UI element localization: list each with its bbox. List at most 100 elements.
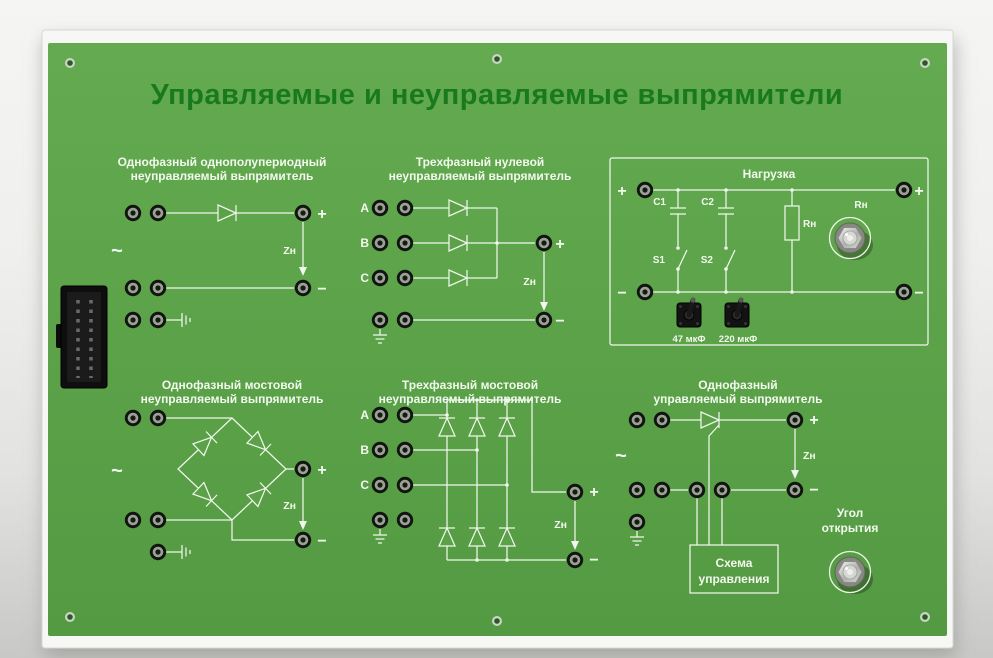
jack[interactable] [294,460,312,478]
jack[interactable] [396,406,414,424]
minus-label: − [589,552,598,569]
junction-dot [475,558,479,562]
jack[interactable] [628,481,646,499]
section-title: Трехфазный нулевой [416,155,545,169]
mount-hole [492,54,502,64]
junction-dot [445,413,449,417]
jack[interactable] [149,409,167,427]
jack[interactable] [566,483,584,501]
jack[interactable] [628,411,646,429]
junction-dot [505,483,509,487]
jack[interactable] [396,234,414,252]
jack[interactable] [566,551,584,569]
jack[interactable] [124,279,142,297]
jack[interactable] [535,234,553,252]
control-box-label: управления [699,572,770,586]
arrowhead-icon [540,302,548,311]
section-title: Нагрузка [743,167,796,181]
jack[interactable] [636,181,654,199]
jack[interactable] [149,543,167,561]
jack[interactable] [396,511,414,529]
rn-knob-label: Rн [854,200,867,211]
junction-dot [505,398,509,402]
plus-label: + [589,484,598,501]
minus-label: − [809,482,818,499]
jack[interactable] [396,269,414,287]
jack[interactable] [396,441,414,459]
jack[interactable] [653,481,671,499]
s2-label: S2 [701,255,714,266]
jack[interactable] [636,283,654,301]
phase-label: A [360,201,369,215]
jack[interactable] [396,199,414,217]
connector-recess [67,292,101,382]
jack[interactable] [653,411,671,429]
angle-label: Угол [837,506,864,520]
plus-label: + [617,183,626,200]
phase-label: A [360,408,369,422]
idc-connector[interactable] [56,285,108,389]
plus-label: + [914,183,923,200]
jack[interactable] [895,181,913,199]
s1-label: S1 [653,255,666,266]
jack[interactable] [371,311,389,329]
zn-label: Zн [554,519,567,531]
jack[interactable] [371,406,389,424]
phase-label: B [360,443,369,457]
switch-contact [724,267,728,271]
zn-label: Zн [803,450,816,462]
bridge-diamond [177,417,287,521]
jack[interactable] [294,204,312,222]
panel-title: Управляемые и неуправляемые выпрямители [151,79,844,111]
jack[interactable] [371,199,389,217]
junction-dot [724,188,728,192]
jack[interactable] [294,531,312,549]
c1-label: C1 [653,197,666,208]
panel-face [48,43,947,636]
jack[interactable] [124,311,142,329]
jack[interactable] [396,311,414,329]
jack[interactable] [371,234,389,252]
arrowhead-icon [299,521,307,530]
load-wires [653,189,895,293]
minus-label: − [317,533,326,550]
jack[interactable] [124,409,142,427]
jack[interactable] [786,481,804,499]
jack[interactable] [895,283,913,301]
jack[interactable] [396,476,414,494]
section-title: Однофазный однополупериодный [118,155,327,169]
minus-label: − [555,313,564,330]
jack[interactable] [713,481,731,499]
phase-label: C [360,478,369,492]
control-box-label: Схема [716,556,753,570]
jack[interactable] [688,481,706,499]
rn-resistor-label: Rн [803,219,816,230]
switch-contact [724,246,728,250]
jack[interactable] [124,511,142,529]
minus-label: − [617,285,626,302]
jack[interactable] [149,311,167,329]
jack[interactable] [535,311,553,329]
section-title: неуправляемый выпрямитель [389,169,572,183]
jack[interactable] [149,279,167,297]
section-half-wave: Однофазный однополупериодный неуправляем… [111,155,327,329]
jack[interactable] [371,441,389,459]
jack[interactable] [124,204,142,222]
jack[interactable] [628,513,646,531]
jack[interactable] [149,204,167,222]
plus-label: + [555,236,564,253]
jack[interactable] [294,279,312,297]
switch-contact [676,267,680,271]
ac-label: ~ [615,445,627,467]
jack[interactable] [149,511,167,529]
thyristor-icon [700,411,721,429]
section-title: управляемый выпрямитель [654,392,823,406]
jack[interactable] [371,476,389,494]
zn-label: Zн [283,245,296,257]
section-three-phase-null: Трехфазный нулевой неуправляемый выпрями… [360,155,572,344]
jack[interactable] [371,269,389,287]
jack[interactable] [371,511,389,529]
s6-wires [670,419,786,545]
jack[interactable] [786,411,804,429]
